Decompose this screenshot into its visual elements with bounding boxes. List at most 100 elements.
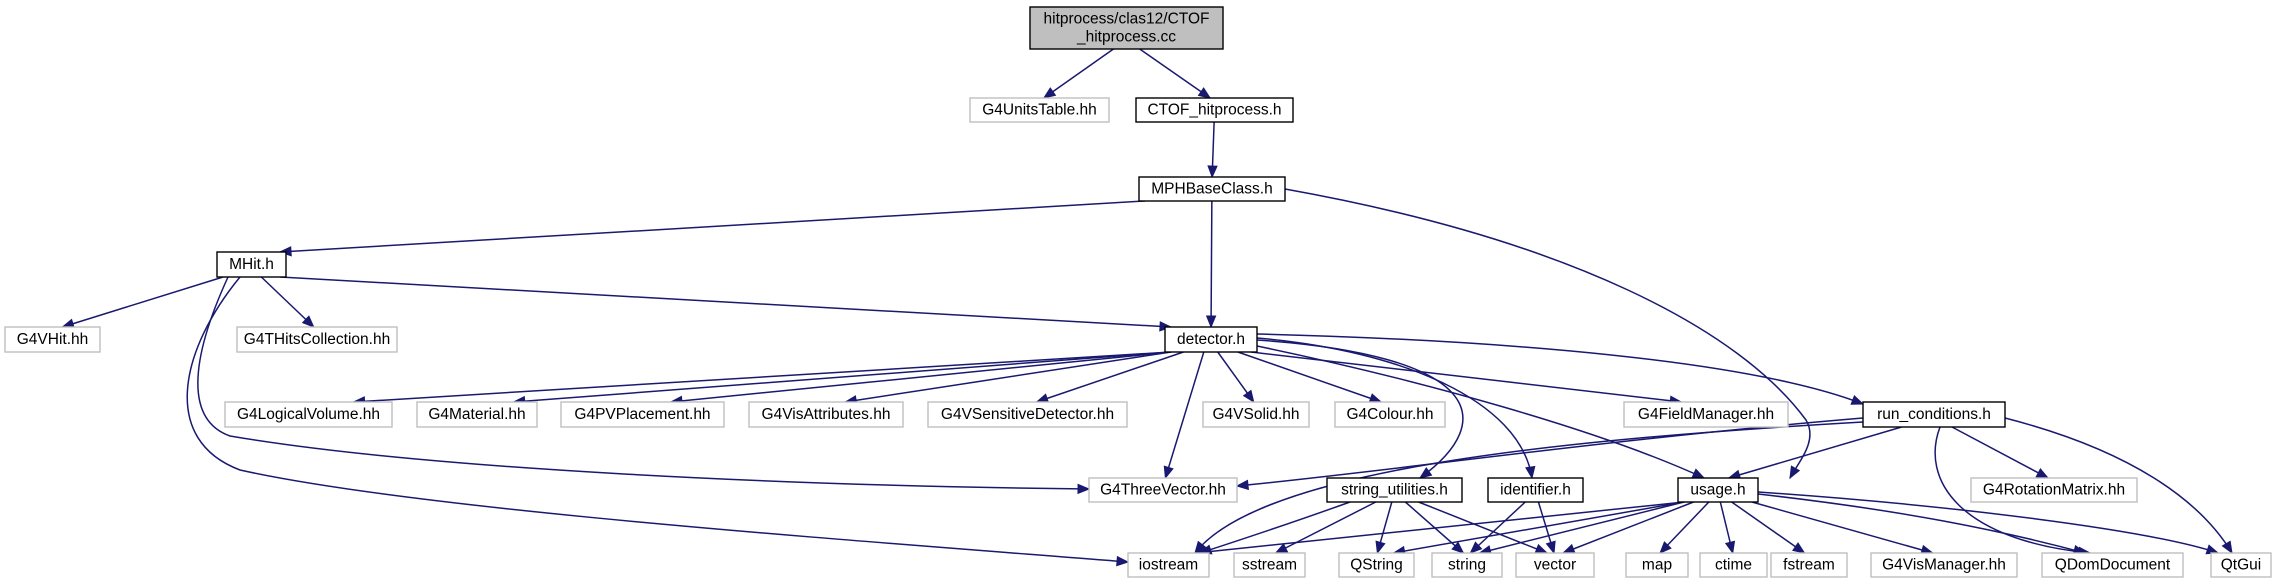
node-box bbox=[1515, 552, 1595, 578]
edge-detector-to-threevec bbox=[1163, 351, 1205, 480]
node-runcond[interactable]: run_conditions.h bbox=[1862, 401, 2006, 428]
edge-mhit-to-threevec bbox=[197, 276, 1091, 495]
node-box bbox=[560, 401, 725, 428]
node-label: detector.h bbox=[1177, 331, 1245, 348]
node-box bbox=[1135, 97, 1294, 123]
node-label: MHit.h bbox=[229, 256, 274, 273]
node-label: sstream bbox=[1242, 557, 1297, 574]
node-label: QString bbox=[1350, 557, 1403, 574]
node-box bbox=[216, 251, 287, 278]
edge-mph-to-mhit bbox=[278, 200, 1146, 257]
node-label: MPHBaseClass.h bbox=[1151, 181, 1272, 198]
node-label: G4VHit.hh bbox=[17, 331, 89, 348]
node-label: hitprocess/clas12/CTOF bbox=[1044, 11, 1210, 28]
node-qtgui: QtGui bbox=[2210, 552, 2272, 578]
node-sstream: sstream bbox=[1233, 552, 1306, 578]
node-box bbox=[969, 97, 1110, 123]
edge-strutil-to-vector bbox=[1418, 501, 1549, 554]
node-box bbox=[236, 326, 398, 353]
edge-usage-to-qdom bbox=[1757, 493, 2087, 556]
node-label: QDomDocument bbox=[2055, 557, 2171, 574]
node-colour: G4Colour.hh bbox=[1334, 401, 1446, 428]
edge-strutil-to-qstring bbox=[1375, 501, 1393, 555]
edge-usage-to-ctime bbox=[1719, 501, 1736, 555]
node-box bbox=[1029, 6, 1224, 50]
node-box bbox=[1699, 552, 1768, 578]
node-label: usage.h bbox=[1690, 482, 1745, 499]
node-label: G4PVPlacement.hh bbox=[574, 406, 710, 423]
edge-runcond-to-usage bbox=[1727, 426, 1902, 480]
edge-mhit-to-g4thits bbox=[260, 276, 315, 328]
node-label: G4VSolid.hh bbox=[1212, 406, 1299, 423]
edge-mph-to-detector bbox=[1205, 200, 1217, 329]
node-g4thits: G4THitsCollection.hh bbox=[236, 326, 398, 353]
node-box bbox=[1326, 477, 1463, 503]
node-label: _hitprocess.cc bbox=[1076, 29, 1176, 46]
node-label: fstream bbox=[1783, 557, 1835, 574]
node-box bbox=[1862, 401, 2006, 428]
node-box bbox=[927, 401, 1128, 428]
node-rotmat: G4RotationMatrix.hh bbox=[1970, 477, 2138, 503]
node-label: G4RotationMatrix.hh bbox=[1983, 482, 2125, 499]
edge-usage-to-vismgr bbox=[1751, 501, 1934, 555]
node-mph[interactable]: MPHBaseClass.h bbox=[1138, 176, 1286, 202]
edge-mhit-to-iostream bbox=[186, 276, 1130, 567]
node-label: G4VisManager.hh bbox=[1882, 557, 2006, 574]
edge-root-to-ctofh bbox=[1139, 48, 1212, 99]
node-vismgr: G4VisManager.hh bbox=[1870, 552, 2018, 578]
edge-runcond-to-rotmat bbox=[1951, 426, 2050, 479]
edge-usage-to-fstream bbox=[1731, 501, 1806, 554]
node-box bbox=[1770, 552, 1848, 578]
node-box bbox=[1334, 401, 1446, 428]
node-threevec: G4ThreeVector.hh bbox=[1088, 477, 1238, 503]
node-box bbox=[1164, 326, 1258, 353]
node-pvplace: G4PVPlacement.hh bbox=[560, 401, 725, 428]
node-map: map bbox=[1625, 552, 1689, 578]
node-logvol: G4LogicalVolume.hh bbox=[224, 401, 393, 428]
node-box bbox=[1677, 477, 1759, 503]
node-vsolid: G4VSolid.hh bbox=[1202, 401, 1310, 428]
node-box bbox=[1487, 477, 1584, 503]
node-label: G4ThreeVector.hh bbox=[1100, 482, 1226, 499]
node-fieldmgr: G4FieldManager.hh bbox=[1623, 401, 1789, 428]
node-box bbox=[1202, 401, 1310, 428]
edge-runcond-to-qtgui bbox=[2004, 417, 2233, 555]
node-label: string_utilities.h bbox=[1341, 482, 1448, 499]
edge-detector-to-visattr bbox=[843, 351, 1172, 406]
node-fstream: fstream bbox=[1770, 552, 1848, 578]
edge-mph-to-usage bbox=[1284, 188, 1811, 480]
node-box bbox=[416, 401, 538, 428]
edge-usage-to-string bbox=[1478, 501, 1685, 556]
node-root[interactable]: hitprocess/clas12/CTOF_hitprocess.cc bbox=[1029, 6, 1224, 50]
node-box bbox=[1431, 552, 1503, 578]
node-mhit[interactable]: MHit.h bbox=[216, 251, 287, 278]
edge-runcond-to-threevec bbox=[1235, 417, 1864, 491]
node-ctofh[interactable]: CTOF_hitprocess.h bbox=[1135, 97, 1294, 123]
edge-ctofh-to-mph bbox=[1207, 121, 1218, 179]
node-label: QtGui bbox=[2221, 557, 2261, 574]
node-label: identifier.h bbox=[1500, 482, 1571, 499]
node-label: ctime bbox=[1715, 557, 1752, 574]
node-units: G4UnitsTable.hh bbox=[969, 97, 1110, 123]
node-box bbox=[748, 401, 904, 428]
node-detector[interactable]: detector.h bbox=[1164, 326, 1258, 353]
node-usage[interactable]: usage.h bbox=[1677, 477, 1759, 503]
edge-root-to-units bbox=[1042, 48, 1114, 99]
node-label: G4LogicalVolume.hh bbox=[237, 406, 380, 423]
edge-mhit-to-g4vhit bbox=[61, 276, 224, 329]
node-box bbox=[1625, 552, 1689, 578]
node-label: G4Material.hh bbox=[428, 406, 525, 423]
node-visattr: G4VisAttributes.hh bbox=[748, 401, 904, 428]
node-label: CTOF_hitprocess.h bbox=[1147, 102, 1281, 119]
node-label: run_conditions.h bbox=[1877, 406, 1991, 423]
node-identifier[interactable]: identifier.h bbox=[1487, 477, 1584, 503]
node-box bbox=[1870, 552, 2018, 578]
node-string: string bbox=[1431, 552, 1503, 578]
node-label: vector bbox=[1534, 557, 1576, 574]
node-strutil[interactable]: string_utilities.h bbox=[1326, 477, 1463, 503]
node-box bbox=[1338, 552, 1415, 578]
edge-detector-to-runcond bbox=[1256, 333, 1865, 405]
node-label: G4VisAttributes.hh bbox=[762, 406, 891, 423]
node-label: G4VSensitiveDetector.hh bbox=[941, 406, 1114, 423]
